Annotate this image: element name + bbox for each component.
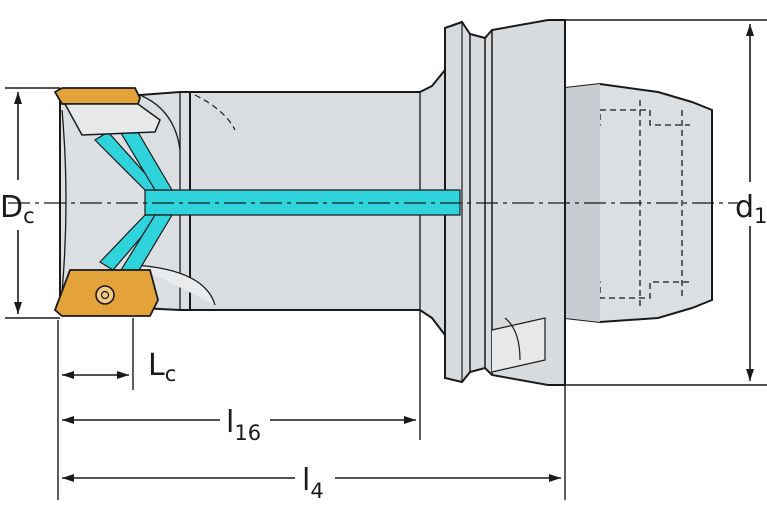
dimension-lc [57, 318, 134, 500]
dimension-d1 [565, 19, 767, 386]
dimension-l4 [62, 385, 566, 500]
label-l16: l16 [226, 405, 261, 445]
dimension-dc [5, 87, 60, 319]
label-d1: d1 [735, 190, 767, 228]
dimension-l16 [62, 310, 421, 440]
shank-outer-shade [565, 84, 600, 322]
label-lc: Lc [148, 348, 176, 386]
label-l4: l4 [302, 463, 324, 503]
cutter-head [59, 91, 236, 311]
label-dc: Dc [0, 190, 35, 228]
insert-screw-icon [95, 285, 115, 305]
insert-top [53, 87, 161, 136]
insert-bottom [53, 269, 159, 317]
